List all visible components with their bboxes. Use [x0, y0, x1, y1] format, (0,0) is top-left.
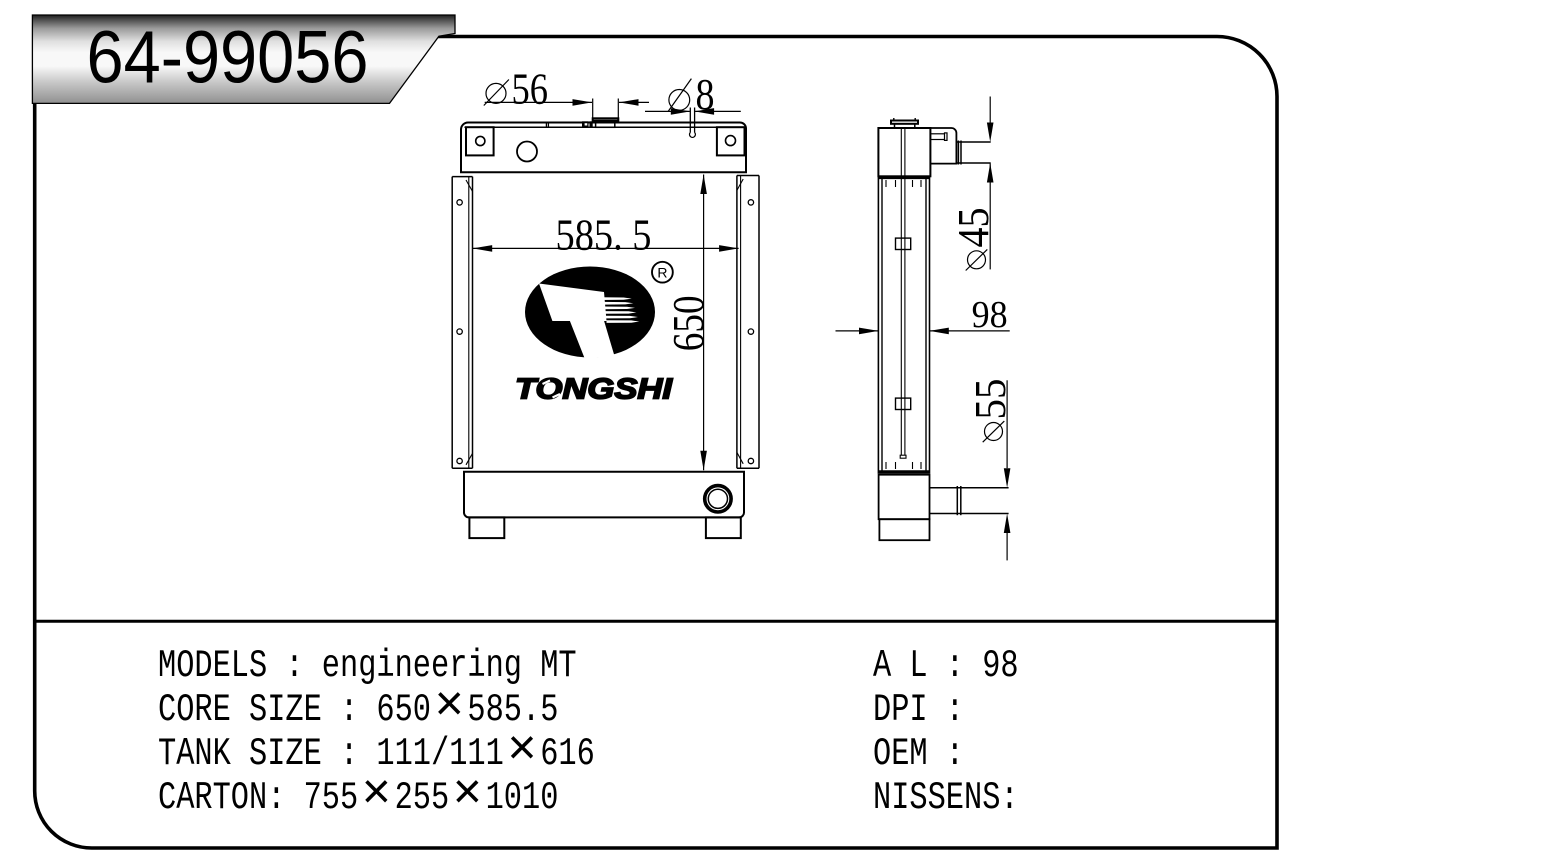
- svg-text:DPI :: DPI :: [873, 688, 964, 732]
- svg-text:56: 56: [512, 65, 549, 114]
- svg-text:585. 5: 585. 5: [556, 210, 652, 259]
- svg-text:55: 55: [966, 379, 1015, 420]
- svg-text:TONGSHI: TONGSHI: [515, 374, 673, 406]
- svg-text:8: 8: [696, 70, 715, 119]
- svg-text:NISSENS:: NISSENS:: [873, 776, 1019, 820]
- svg-text:×: ×: [362, 763, 391, 819]
- svg-text:45: 45: [949, 208, 998, 248]
- svg-text:CARTON: 755 255 1010: CARTON: 755 255 1010: [158, 776, 558, 820]
- svg-text:650: 650: [664, 295, 713, 351]
- svg-text:R: R: [657, 265, 667, 281]
- svg-text:×: ×: [507, 719, 536, 775]
- svg-text:98: 98: [972, 294, 1008, 336]
- svg-text:×: ×: [453, 763, 482, 819]
- svg-text:×: ×: [435, 675, 464, 731]
- svg-text:64-99056: 64-99056: [87, 16, 369, 99]
- svg-text:OEM :: OEM :: [873, 732, 964, 776]
- svg-text:MODELS : engineering MT: MODELS : engineering MT: [158, 644, 577, 688]
- svg-text:CORE SIZE : 650 585.5: CORE SIZE : 650 585.5: [158, 688, 558, 732]
- svg-text:TANK SIZE : 111/111 616: TANK SIZE : 111/111 616: [158, 732, 595, 776]
- svg-text:A L : 98: A L : 98: [873, 644, 1019, 688]
